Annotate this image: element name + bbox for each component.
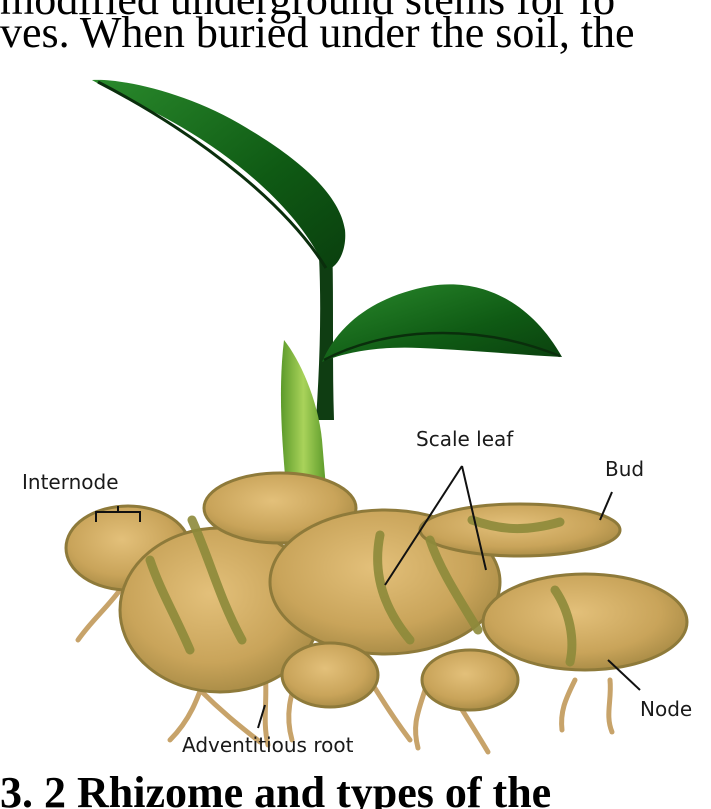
label-internode: Internode (22, 470, 119, 494)
figure-caption-cut: 3. 2 Rhizome and types of the (0, 768, 552, 809)
leaf-upper (92, 79, 346, 270)
shoot-sheath (280, 340, 326, 488)
leaf-lower-midrib (323, 331, 561, 362)
stem (316, 238, 334, 420)
scale-leaf-bands (145, 515, 577, 667)
label-scale-leaf: Scale leaf (416, 427, 514, 451)
label-bud: Bud (605, 457, 644, 481)
leaf-upper-midrib (97, 80, 328, 269)
label-node: Node (640, 697, 692, 721)
leaf-lower (322, 284, 562, 362)
body-text-line-cut-top: modified underground stems for fo (0, 0, 615, 22)
body-text-line: ves. When buried under the soil, the (0, 8, 635, 57)
rhizome-diagram: Internode Scale leaf Bud Node Adventitio… (22, 79, 692, 757)
leader-lines (95, 465, 641, 729)
label-adventitious-root: Adventitious root (182, 733, 354, 757)
